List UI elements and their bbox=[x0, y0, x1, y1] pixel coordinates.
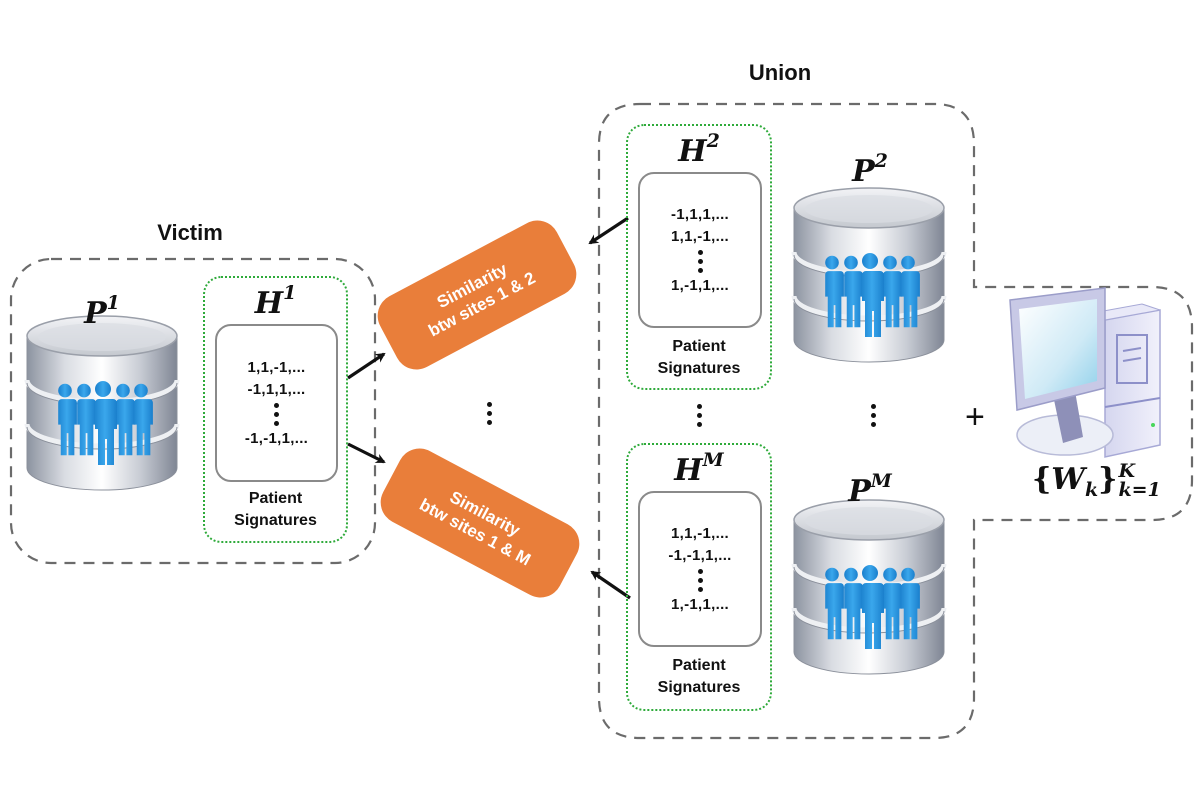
plus-sign: + bbox=[965, 398, 985, 436]
signature-row: 1,1,-1,... bbox=[670, 524, 730, 542]
union-title: Union bbox=[748, 60, 812, 85]
union-group-outline bbox=[597, 102, 1194, 740]
site2-signatures-caption: Patient Signatures bbox=[657, 338, 741, 377]
computer-icon bbox=[1009, 287, 1161, 458]
site2-signatures-label: H2 bbox=[678, 130, 720, 169]
signature-row: 1,-1,1,... bbox=[670, 276, 730, 294]
victim-group-outline bbox=[9, 257, 377, 565]
victim-signatures-label: H1 bbox=[254, 282, 297, 321]
siteM-signatures-label: HM bbox=[674, 449, 724, 488]
siteM-database-icon bbox=[794, 500, 944, 674]
signature-row: 1,-1,1,... bbox=[670, 595, 730, 613]
signature-row: -1,1,1,... bbox=[670, 205, 730, 223]
vertical-ellipsis-icon bbox=[487, 402, 492, 425]
arrow-victim-to-sim12 bbox=[347, 352, 386, 380]
arrow-siteM-to-sim1M bbox=[590, 570, 631, 600]
victim-title: Victim bbox=[157, 220, 223, 245]
arrow-victim-to-sim1M bbox=[347, 442, 386, 464]
arrow-site2-to-sim12 bbox=[588, 216, 629, 245]
site2-signatures-panel: H2 -1,1,1,... 1,1,-1,... 1,-1,1,... Pati… bbox=[626, 124, 772, 390]
site2-signature-list: -1,1,1,... 1,1,-1,... 1,-1,1,... bbox=[638, 172, 762, 328]
siteM-signatures-caption: Patient Signatures bbox=[657, 657, 741, 696]
victim-signature-list: 1,1,-1,... -1,1,1,... -1,-1,1,... bbox=[215, 324, 338, 482]
signature-row: 1,1,-1,... bbox=[670, 227, 730, 245]
siteM-signatures-panel: HM 1,1,-1,... -1,-1,1,... 1,-1,1,... Pat… bbox=[626, 443, 772, 711]
siteM-database-label: PM bbox=[848, 470, 892, 509]
signature-row: -1,-1,1,... bbox=[668, 546, 732, 564]
signature-row: -1,-1,1,... bbox=[244, 429, 309, 447]
site2-database-label: P2 bbox=[852, 150, 888, 189]
vertical-ellipsis-icon bbox=[697, 568, 703, 592]
signature-row: -1,1,1,... bbox=[247, 380, 306, 398]
victim-signatures-caption: Patient Signatures bbox=[234, 490, 317, 529]
signature-row: 1,1,-1,... bbox=[247, 358, 306, 376]
vertical-ellipsis-icon bbox=[697, 404, 702, 427]
vertical-ellipsis-icon bbox=[871, 404, 876, 427]
site2-database-icon bbox=[794, 188, 944, 362]
vertical-ellipsis-icon bbox=[274, 402, 279, 426]
siteM-signature-list: 1,1,-1,... -1,-1,1,... 1,-1,1,... bbox=[638, 491, 762, 647]
vertical-ellipsis-icon bbox=[697, 249, 703, 273]
victim-signatures-panel: H1 1,1,-1,... -1,1,1,... -1,-1,1,... Pat… bbox=[203, 276, 348, 543]
victim-database-label: P1 bbox=[84, 292, 120, 331]
victim-database-icon bbox=[27, 316, 177, 490]
